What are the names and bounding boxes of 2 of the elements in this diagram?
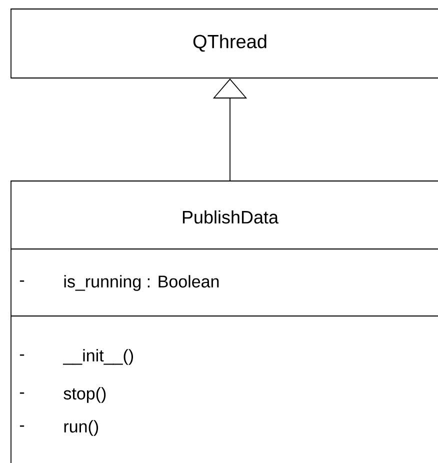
class-box: QThread (10, 8, 438, 78)
class-box: PublishData - is_running : Boolean - __init__() - stop() - run() (10, 180, 438, 463)
